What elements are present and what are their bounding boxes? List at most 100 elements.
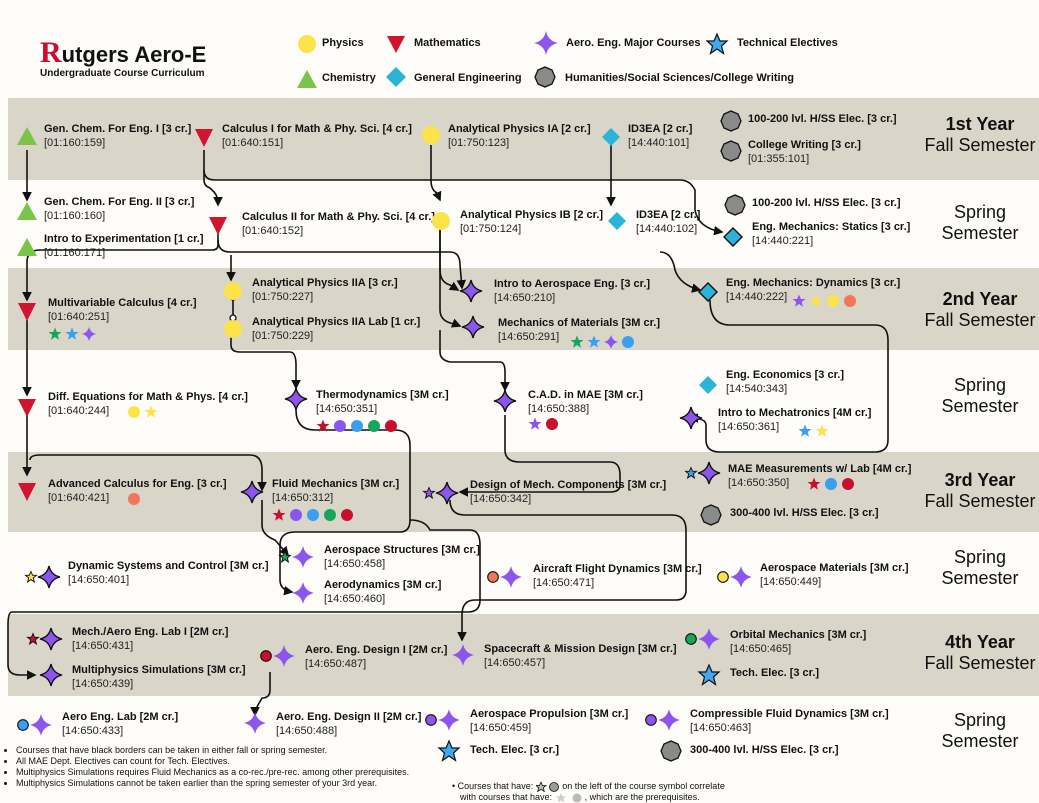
- course-code-econ: [14:540:343]: [726, 383, 788, 395]
- course-code-design-mech: [14:650:342]: [470, 493, 532, 505]
- course-title-hss1: 100-200 lvl. H/SS Elec. [3 cr.]: [748, 113, 897, 125]
- semester-fall-label: Fall Semester: [924, 491, 1036, 511]
- general-eng-diamond-icon: [698, 282, 718, 302]
- course-title-aero-struct: Aerospace Structures [3M cr.]: [324, 544, 480, 556]
- course-title-design1: Aero. Eng. Design I [2M cr.]: [305, 644, 448, 656]
- subtitle: Undergraduate Course Curriculum: [40, 68, 205, 79]
- course-title-dyn-sys: Dynamic Systems and Control [3M cr.]: [68, 560, 269, 572]
- aero-star-icon: [292, 546, 314, 568]
- course-title-calc2: Calculus II for Math & Phy. Sci. [4 cr.]: [242, 211, 435, 223]
- semester-label: Semester: [941, 223, 1019, 243]
- aero-star-icon: [452, 644, 474, 666]
- mathematics-legend-icon: [387, 36, 405, 53]
- star-circle-plain-icon: [555, 792, 582, 803]
- footnote: Courses that have black borders can be t…: [16, 745, 476, 756]
- course-title-cad: C.A.D. in MAE [3M cr.]: [528, 389, 643, 401]
- course-code-phys2a: [01:750:227]: [252, 291, 314, 303]
- aero-star-icon: [730, 566, 752, 588]
- prerequisite-tag-icon: [351, 420, 363, 432]
- prerequisite-tag-icon: [144, 405, 158, 418]
- course-title-design2: Aero. Eng. Design II [2M cr.]: [276, 711, 422, 723]
- semester-fall-label: Fall Semester: [924, 653, 1036, 673]
- prerequisite-tag-icon: [604, 335, 618, 349]
- course-code-phys1a: [01:750:123]: [448, 137, 510, 149]
- prerequisite-tag-icon: [622, 336, 634, 348]
- course-code-spacecraft: [14:650:457]: [484, 657, 546, 669]
- legend-general-eng: General Engineering: [414, 72, 522, 84]
- course-title-writing: College Writing [3 cr.]: [748, 139, 861, 151]
- course-code-thermo: [14:650:351]: [316, 403, 378, 415]
- course-code-aero-struct: [14:650:458]: [324, 558, 386, 570]
- mathematics-triangle-icon: [195, 129, 213, 147]
- course-code-calc2: [01:640:152]: [242, 225, 304, 237]
- prerequisite-tag-icon: [334, 420, 346, 432]
- prerequisite-marker-icon: [645, 714, 657, 726]
- legend-humanities: Humanities/Social Sciences/College Writi…: [565, 72, 795, 84]
- prerequisite-tag-icon: [341, 509, 353, 521]
- aero-star-icon: [697, 461, 721, 485]
- legend-tech-electives: Technical Electives: [737, 37, 838, 49]
- chemistry-triangle-icon: [17, 238, 37, 256]
- prerequisite-marker-icon: [684, 466, 698, 480]
- course-code-chem2: [01:160:160]: [44, 210, 106, 222]
- footnote-prereq: • Courses that have: on the left of the …: [452, 780, 922, 803]
- course-code-design1: [14:650:487]: [305, 658, 367, 670]
- course-code-writing: [01:355:101]: [748, 153, 810, 165]
- prerequisite-tag-icon: [128, 406, 141, 418]
- physics-circle-icon: [422, 126, 440, 144]
- course-title-diffeq: Diff. Equations for Math & Phys. [4 cr.]: [48, 391, 248, 403]
- course-code-design2: [14:650:488]: [276, 725, 338, 737]
- band-4th-year-fall: [8, 614, 1039, 696]
- course-title-mech-mat: Mechanics of Materials [3M cr.]: [498, 317, 660, 329]
- prerequisite-tag-icon: [307, 509, 319, 521]
- aero-star-icon: [292, 582, 314, 604]
- course-title-intro-aero: Intro to Aerospace Eng. [3 cr.]: [494, 278, 651, 290]
- course-code-dynamics: [14:440:222]: [726, 291, 788, 303]
- footnote: Multiphysics Simulations requires Fluid …: [16, 767, 476, 778]
- course-code-intro-exp: [01:160:171]: [44, 247, 106, 259]
- course-code-aero-lab: [14:650:433]: [62, 725, 124, 737]
- semester-fall-label: Fall Semester: [924, 135, 1036, 155]
- prerequisite-tag-icon: [528, 417, 542, 430]
- year-4-label: 4th Year: [945, 632, 1015, 652]
- footnote-text: Courses that have:: [457, 781, 534, 791]
- prerequisite-marker-icon: [717, 571, 729, 583]
- course-code-fluids: [14:650:312]: [272, 492, 334, 504]
- prerequisite-tag-icon: [570, 335, 584, 348]
- aero-star-icon: [500, 566, 522, 588]
- course-title-adv-calc: Advanced Calculus for Eng. [3 cr.]: [48, 478, 227, 490]
- prerequisite-tag-icon: [587, 335, 601, 348]
- course-code-lab1: [14:650:431]: [72, 640, 134, 652]
- prerequisite-marker-icon: [26, 632, 40, 646]
- course-code-id3ea2: [14:440:102]: [636, 223, 698, 235]
- aero-star-icon: [459, 279, 483, 303]
- course-title-measure: MAE Measurements w/ Lab [4M cr.]: [728, 463, 912, 475]
- footnote: Multiphysics Simulations cannot be taken…: [16, 778, 476, 789]
- semester-label: Semester: [941, 396, 1019, 416]
- course-title-aerodyn: Aerodynamics [3M cr.]: [324, 579, 442, 591]
- course-code-comp-fluid: [14:650:463]: [690, 722, 752, 734]
- physics-circle-icon: [432, 212, 450, 230]
- course-code-intro-aero: [14:650:210]: [494, 292, 556, 304]
- legend-aero-major: Aero. Eng. Major Courses: [566, 37, 701, 49]
- spring-label: Spring: [953, 202, 1007, 222]
- course-title-thermo: Thermodynamics [3M cr.]: [316, 389, 449, 401]
- aero-star-icon: [39, 663, 63, 687]
- aero-star-icon: [30, 714, 52, 736]
- footnote: All MAE Dept. Electives can count for Te…: [16, 756, 476, 767]
- course-code-mechatronics: [14:650:361]: [718, 421, 780, 433]
- prerequisite-tag-icon: [290, 509, 302, 521]
- course-title-hss3: 300-400 lvl. H/SS Elec. [3 cr.]: [730, 507, 879, 519]
- course-title-intro-exp: Intro to Experimentation [1 cr.]: [44, 233, 204, 245]
- prerequisite-tag-icon: [825, 478, 838, 490]
- humanities-octagon-icon: [700, 504, 722, 526]
- mathematics-triangle-icon: [209, 217, 227, 235]
- aero-star-icon: [273, 645, 295, 667]
- band-2nd-year-fall: [8, 268, 1039, 350]
- aero-star-icon: [679, 406, 703, 430]
- prerequisite-marker-icon: [17, 719, 29, 731]
- prerequisite-tag-icon: [807, 477, 821, 490]
- chemistry-triangle-icon: [17, 127, 37, 145]
